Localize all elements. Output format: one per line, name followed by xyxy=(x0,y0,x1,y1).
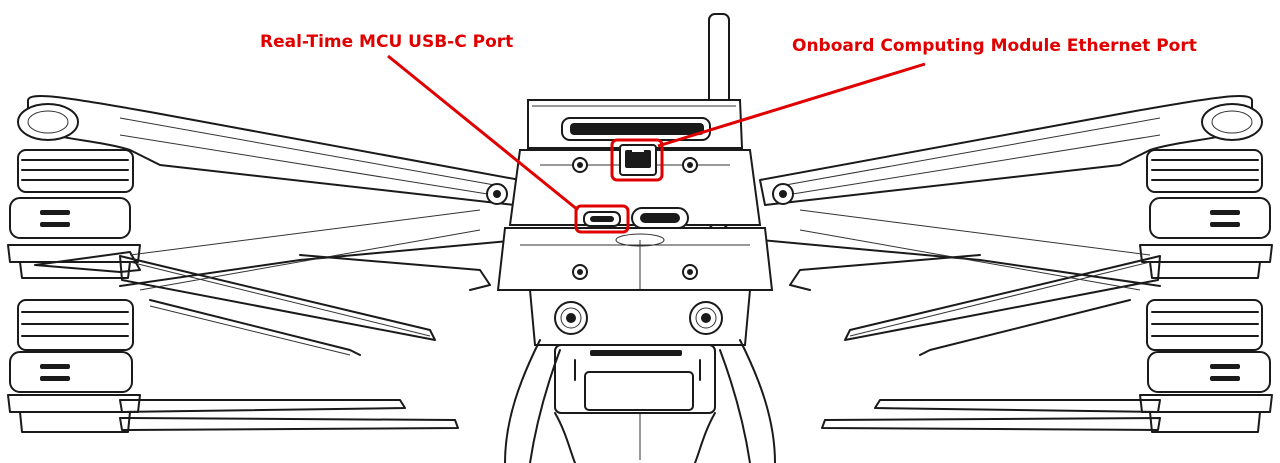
left-upper-motor xyxy=(7,149,141,279)
usb-c-port-label: Real-Time MCU USB-C Port xyxy=(260,32,514,52)
left-lower-propeller xyxy=(119,239,521,431)
usb-c-callout xyxy=(387,54,630,234)
ethernet-port-icon xyxy=(619,144,657,176)
vent-slots xyxy=(570,123,704,135)
usb-c-port-icon xyxy=(583,211,621,227)
right-arms xyxy=(759,95,1273,433)
left-lower-motor xyxy=(7,299,141,433)
left-upper-propeller xyxy=(34,251,436,341)
ethernet-port-label: Onboard Computing Module Ethernet Port xyxy=(792,36,1197,56)
left-arm-lines xyxy=(129,183,508,291)
ethernet-callout xyxy=(610,62,926,182)
